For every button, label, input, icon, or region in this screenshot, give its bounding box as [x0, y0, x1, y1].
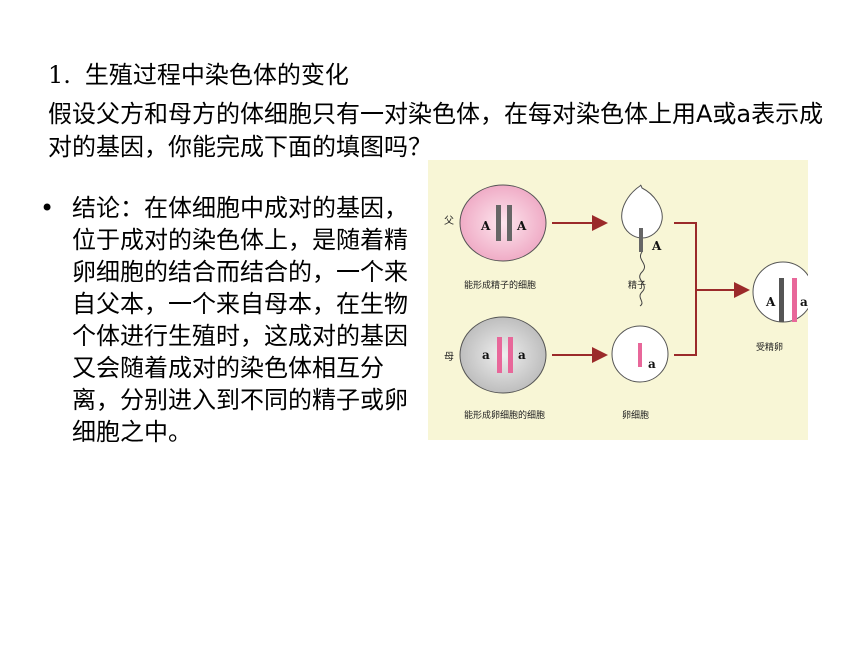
sperm-gene: A — [651, 239, 662, 253]
diagram-svg: 父 母 A A 能形成精子的细胞 a a 能形成卵细胞的细胞 A 精子 a 卵细… — [428, 160, 808, 440]
mother-cell — [459, 316, 547, 394]
sperm-label: 精子 — [628, 279, 646, 291]
sperm-tail — [639, 251, 646, 307]
father-cell — [459, 184, 547, 262]
egg-chromosome — [638, 343, 642, 367]
intro-paragraph: 假设父方和母方的体细胞只有一对染色体，在每对染色体上用A或a表示成对的基因，你能… — [48, 100, 824, 161]
bullet-marker: • — [40, 194, 55, 222]
section-title: 生殖过程中染色体的变化 — [84, 61, 349, 89]
egg-gene: a — [648, 357, 656, 371]
father-gene-right: A — [516, 219, 527, 233]
zygote-label: 受精卵 — [756, 341, 783, 353]
father-chromosome-right — [507, 205, 512, 241]
father-cell-label: 能形成精子的细胞 — [464, 279, 536, 291]
mother-gene-left: a — [482, 348, 490, 362]
sperm-head — [621, 184, 663, 239]
father-mark: 父 — [444, 215, 454, 227]
conclusion-text: 结论：在体细胞中成对的基因，位于成对的染色体上，是随着精卵细胞的结合而结合的，一… — [72, 194, 408, 446]
section-number: 1. — [48, 61, 71, 89]
father-chromosome-left — [496, 205, 501, 241]
inheritance-diagram: 父 母 A A 能形成精子的细胞 a a 能形成卵细胞的细胞 A 精子 a 卵细… — [428, 160, 808, 440]
mother-chromosome-right — [508, 337, 513, 373]
section-heading: 1. 生殖过程中染色体的变化 — [48, 60, 349, 90]
zygote-chromosome-mother — [792, 278, 797, 322]
zygote-gene-mother: a — [800, 295, 808, 309]
father-gene-left: A — [480, 219, 491, 233]
zygote-chromosome-father — [779, 278, 784, 322]
zygote-gene-father: A — [765, 295, 776, 309]
mother-mark: 母 — [444, 351, 454, 363]
mother-gene-right: a — [518, 348, 526, 362]
mother-chromosome-left — [497, 337, 502, 373]
sperm-chromosome — [639, 228, 643, 252]
egg-label: 卵细胞 — [622, 409, 649, 421]
mother-cell-label: 能形成卵细胞的细胞 — [464, 409, 545, 421]
